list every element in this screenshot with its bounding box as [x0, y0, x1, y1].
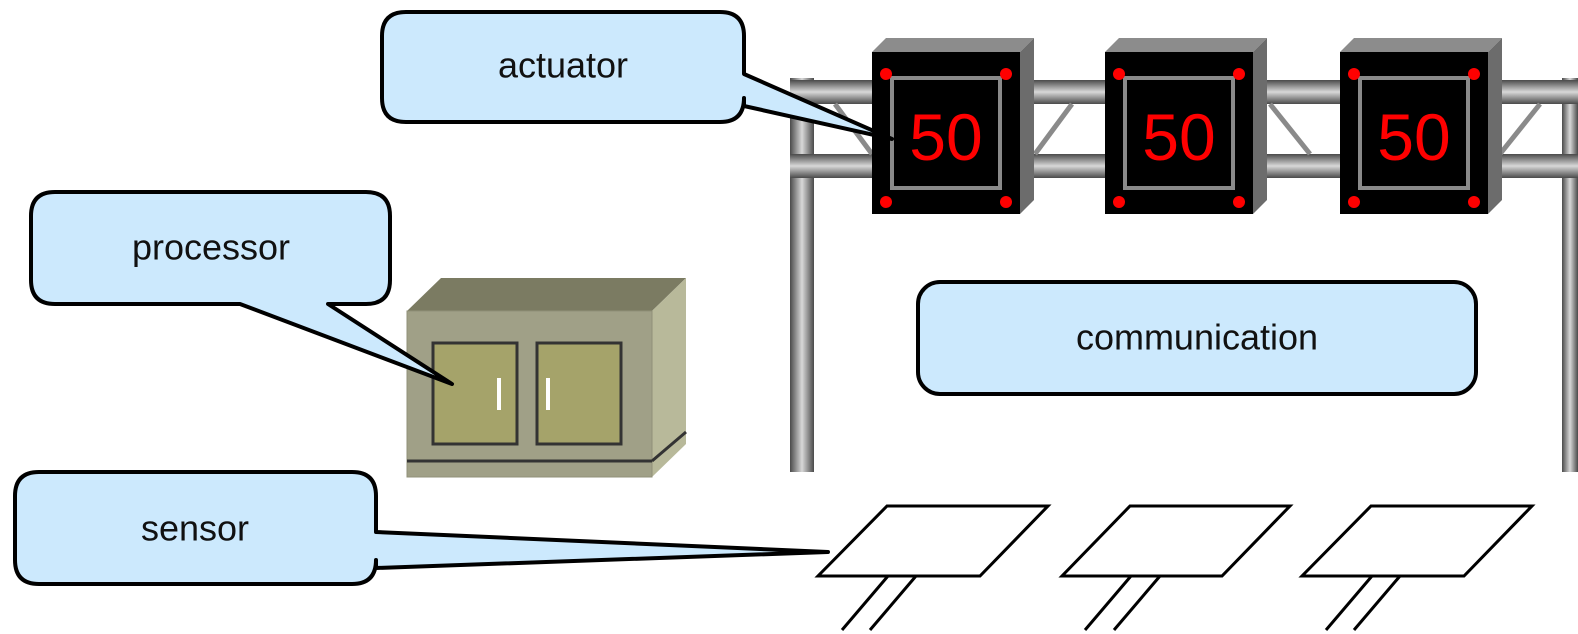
gantry-post-right [1562, 78, 1578, 472]
sign-corner-light [1233, 68, 1245, 80]
sign-corner-light [1468, 68, 1480, 80]
gantry-post-left [790, 78, 814, 472]
speed-sign-frame [890, 76, 1002, 190]
cabinet-door-right [535, 341, 623, 446]
callout-actuator-shape [380, 10, 894, 141]
callout-processor: processor [29, 190, 454, 386]
loop-detector-2 [1058, 504, 1294, 631]
speed-sign-2: 50 [1105, 38, 1267, 214]
speed-sign-value: 50 [1377, 100, 1450, 174]
speed-signs: 50 50 50 [872, 38, 1502, 214]
loop-detector-1 [814, 504, 1052, 631]
cabinet-top [407, 278, 686, 311]
communication-box: communication [916, 280, 1478, 396]
sign-corner-light [1233, 196, 1245, 208]
speed-sign-frame [1123, 76, 1235, 190]
cabinet-handle-right [546, 378, 550, 410]
sign-corner-light [880, 196, 892, 208]
cabinet-side [652, 278, 686, 477]
loop-detector-3 [1298, 504, 1536, 631]
sign-corner-light [1113, 196, 1125, 208]
sign-corner-light [1113, 68, 1125, 80]
communication-label: communication [1076, 317, 1318, 358]
sign-corner-light [1348, 196, 1360, 208]
callout-actuator-label: actuator [498, 45, 628, 86]
sign-corner-light [1000, 196, 1012, 208]
cabinet-door-left [431, 341, 519, 446]
callout-processor-shape [29, 190, 454, 386]
speed-sign-3: 50 [1340, 38, 1502, 214]
callout-sensor-label: sensor [141, 508, 249, 549]
callout-sensor: sensor [13, 470, 830, 586]
communication-box-shape [916, 280, 1478, 396]
loop-detectors [814, 504, 1536, 631]
callout-actuator: actuator [380, 10, 894, 141]
speed-sign-value: 50 [1142, 100, 1215, 174]
sign-corner-light [880, 68, 892, 80]
callout-sensor-shape [13, 470, 830, 586]
speed-sign-frame [1358, 76, 1470, 190]
cabinet-handle-left [497, 378, 501, 410]
speed-sign-value: 50 [909, 100, 982, 174]
controller-cabinet [406, 278, 687, 478]
sign-corner-light [1348, 68, 1360, 80]
speed-sign-1: 50 [872, 38, 1034, 214]
sign-corner-light [1000, 68, 1012, 80]
callout-processor-label: processor [132, 227, 290, 268]
sign-corner-light [1468, 196, 1480, 208]
